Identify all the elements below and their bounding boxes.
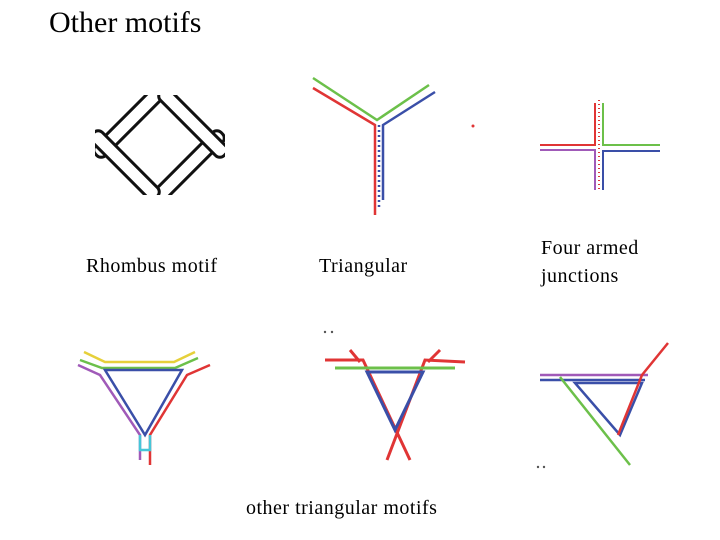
- four-armed-label-line1: Four armed: [541, 237, 639, 259]
- four-armed-junction-figure: [535, 95, 665, 195]
- triangle-motif-skewed-figure: [530, 335, 680, 475]
- other-triangular-motifs-label: other triangular motifs: [246, 497, 438, 519]
- triangular-junction-figure: [305, 70, 485, 220]
- triangular-label: Triangular: [319, 255, 408, 277]
- triangle-motif-multicolor-figure: [70, 340, 220, 470]
- rhombus-motif-figure: [95, 95, 225, 195]
- triangle-motif-crossed-figure: [315, 320, 475, 480]
- rhombus-motif-label: Rhombus motif: [86, 255, 218, 277]
- slide-title: Other motifs: [49, 6, 202, 39]
- four-armed-label-line2: junctions: [541, 265, 619, 287]
